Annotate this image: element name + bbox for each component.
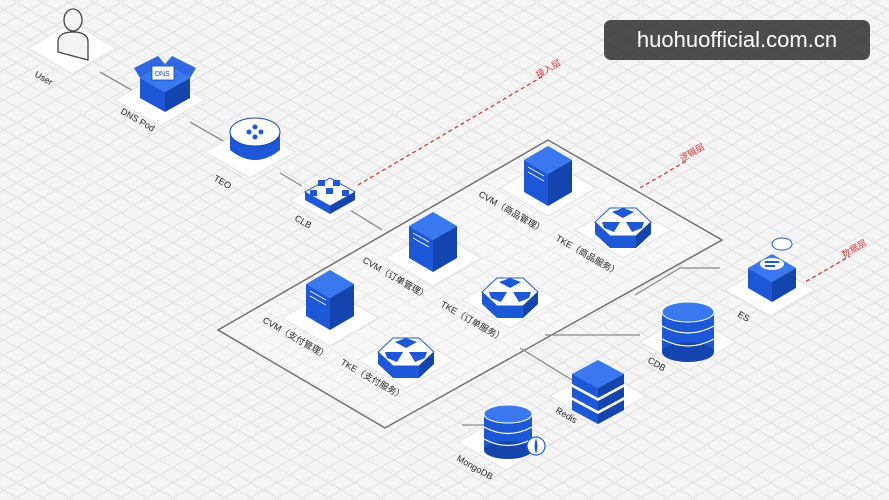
grid-line bbox=[0, 0, 360, 208]
grid-line bbox=[0, 367, 230, 500]
grid-line bbox=[532, 293, 889, 500]
grid-line bbox=[64, 0, 889, 477]
tke-icon bbox=[481, 277, 539, 318]
node-mongodb: MongoDB bbox=[455, 404, 555, 482]
node-redis: Redis bbox=[549, 360, 647, 425]
tke-icon bbox=[377, 337, 435, 378]
grid-line bbox=[662, 368, 889, 500]
grid-line bbox=[0, 277, 386, 500]
grid-line bbox=[0, 187, 542, 500]
node-teo: TEO bbox=[204, 117, 296, 191]
grid-line bbox=[0, 247, 438, 500]
user-icon bbox=[57, 8, 89, 61]
server-icon bbox=[524, 146, 572, 206]
grid-line bbox=[0, 217, 490, 500]
box-icon: DNS bbox=[134, 56, 196, 112]
layer-label-access: 接入层 bbox=[534, 57, 563, 80]
grid-line bbox=[0, 322, 308, 500]
grid-line bbox=[688, 383, 889, 500]
grid-line bbox=[272, 0, 889, 357]
grid-line bbox=[0, 37, 802, 500]
label-user: User bbox=[33, 69, 54, 87]
grid-line bbox=[0, 0, 204, 118]
node-cdb: CDB bbox=[639, 301, 737, 373]
grid-line bbox=[0, 352, 256, 500]
node-es: ES bbox=[724, 237, 816, 324]
grid-line bbox=[636, 0, 889, 147]
grid-line bbox=[0, 0, 386, 223]
grid-line bbox=[0, 0, 152, 88]
grid-line bbox=[142, 0, 889, 432]
grid-line bbox=[558, 308, 889, 500]
grid-line bbox=[0, 0, 256, 148]
grid-line bbox=[454, 0, 889, 252]
grid-line bbox=[0, 82, 724, 500]
grid-line bbox=[740, 413, 889, 500]
grid-line bbox=[584, 0, 889, 177]
grid-line bbox=[0, 262, 412, 500]
grid-line bbox=[90, 0, 889, 462]
grid-line bbox=[0, 412, 152, 500]
grid-line bbox=[0, 22, 828, 500]
grid-line bbox=[0, 292, 360, 500]
grid-line bbox=[662, 0, 889, 132]
node-dns-pod: DNS DNS Pod bbox=[114, 56, 206, 133]
grid-line bbox=[558, 0, 889, 192]
grid-line bbox=[428, 0, 889, 267]
grid-line bbox=[0, 0, 412, 238]
grid-line bbox=[0, 0, 282, 163]
grid-line bbox=[0, 232, 464, 500]
grid-line bbox=[532, 0, 889, 207]
grid-line bbox=[220, 0, 889, 387]
stack-icon bbox=[572, 360, 624, 424]
grid-line bbox=[506, 278, 889, 500]
grid-line bbox=[636, 353, 889, 500]
node-clb: CLB bbox=[289, 177, 371, 230]
grid-line bbox=[0, 202, 516, 500]
grid-line bbox=[740, 0, 889, 87]
server-icon bbox=[306, 270, 354, 330]
grid-line bbox=[324, 0, 889, 327]
grid-line bbox=[168, 0, 889, 417]
grid-line bbox=[0, 172, 568, 500]
grid-line bbox=[0, 0, 230, 133]
grid-line bbox=[0, 157, 594, 500]
watermark: huohuofficial.com.cn bbox=[604, 20, 870, 60]
grid-line bbox=[298, 0, 889, 342]
node-user: User bbox=[27, 8, 117, 87]
grid-line bbox=[714, 0, 889, 102]
grid-line bbox=[246, 0, 889, 372]
grid-line bbox=[610, 0, 889, 162]
grid-line bbox=[0, 337, 282, 500]
es-icon bbox=[748, 237, 796, 302]
grid-line bbox=[402, 0, 889, 282]
grid-line bbox=[610, 338, 889, 500]
database-icon bbox=[483, 404, 546, 459]
grid-line bbox=[376, 0, 889, 297]
grid-line bbox=[0, 97, 698, 500]
grid-line bbox=[688, 0, 889, 117]
grid-line bbox=[584, 323, 889, 500]
grid-line bbox=[0, 307, 334, 500]
grid-line bbox=[0, 52, 776, 500]
grid-line bbox=[506, 0, 889, 222]
grid-line bbox=[116, 0, 889, 447]
teo-icon bbox=[229, 117, 281, 160]
grid-line bbox=[0, 142, 620, 500]
grid-line bbox=[714, 398, 889, 500]
dns-badge: DNS bbox=[155, 71, 170, 78]
logic-layer-frame bbox=[216, 139, 724, 429]
clb-icon bbox=[303, 177, 357, 214]
grid-line bbox=[480, 0, 889, 237]
server-icon bbox=[409, 212, 457, 272]
tke-icon bbox=[594, 207, 652, 248]
database-icon bbox=[661, 301, 715, 362]
grid-line bbox=[0, 0, 178, 103]
grid-line bbox=[480, 263, 889, 500]
grid-line bbox=[0, 397, 178, 500]
grid-line bbox=[0, 382, 204, 500]
label-cdb: CDB bbox=[646, 355, 667, 373]
